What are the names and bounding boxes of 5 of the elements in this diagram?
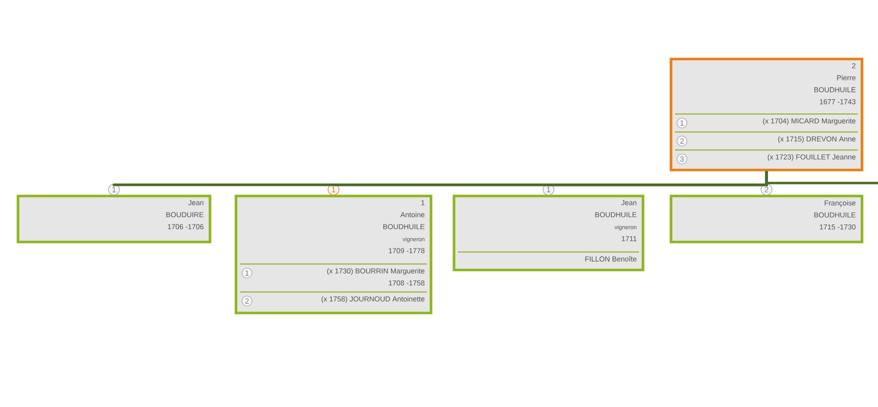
- number-badge: 2: [760, 184, 772, 196]
- number-badge: 1: [108, 184, 120, 196]
- number-badge: 1: [542, 184, 554, 196]
- tree-line: [765, 171, 768, 186]
- number-badge: 1: [328, 184, 340, 196]
